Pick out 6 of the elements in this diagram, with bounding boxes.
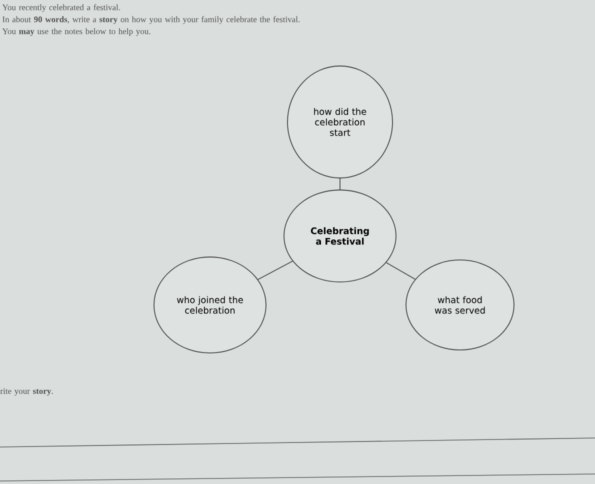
instruction-text: rite your story. xyxy=(0,388,53,396)
instruction-text: You may use the notes below to help you. xyxy=(2,28,150,36)
instruction-text: In about 90 words, write a story on how you with your family celebrate the festival. xyxy=(2,16,300,24)
connector-line xyxy=(258,260,294,280)
instruction-text: You recently celebrated a festival. xyxy=(2,4,120,12)
connector-line xyxy=(386,262,416,280)
